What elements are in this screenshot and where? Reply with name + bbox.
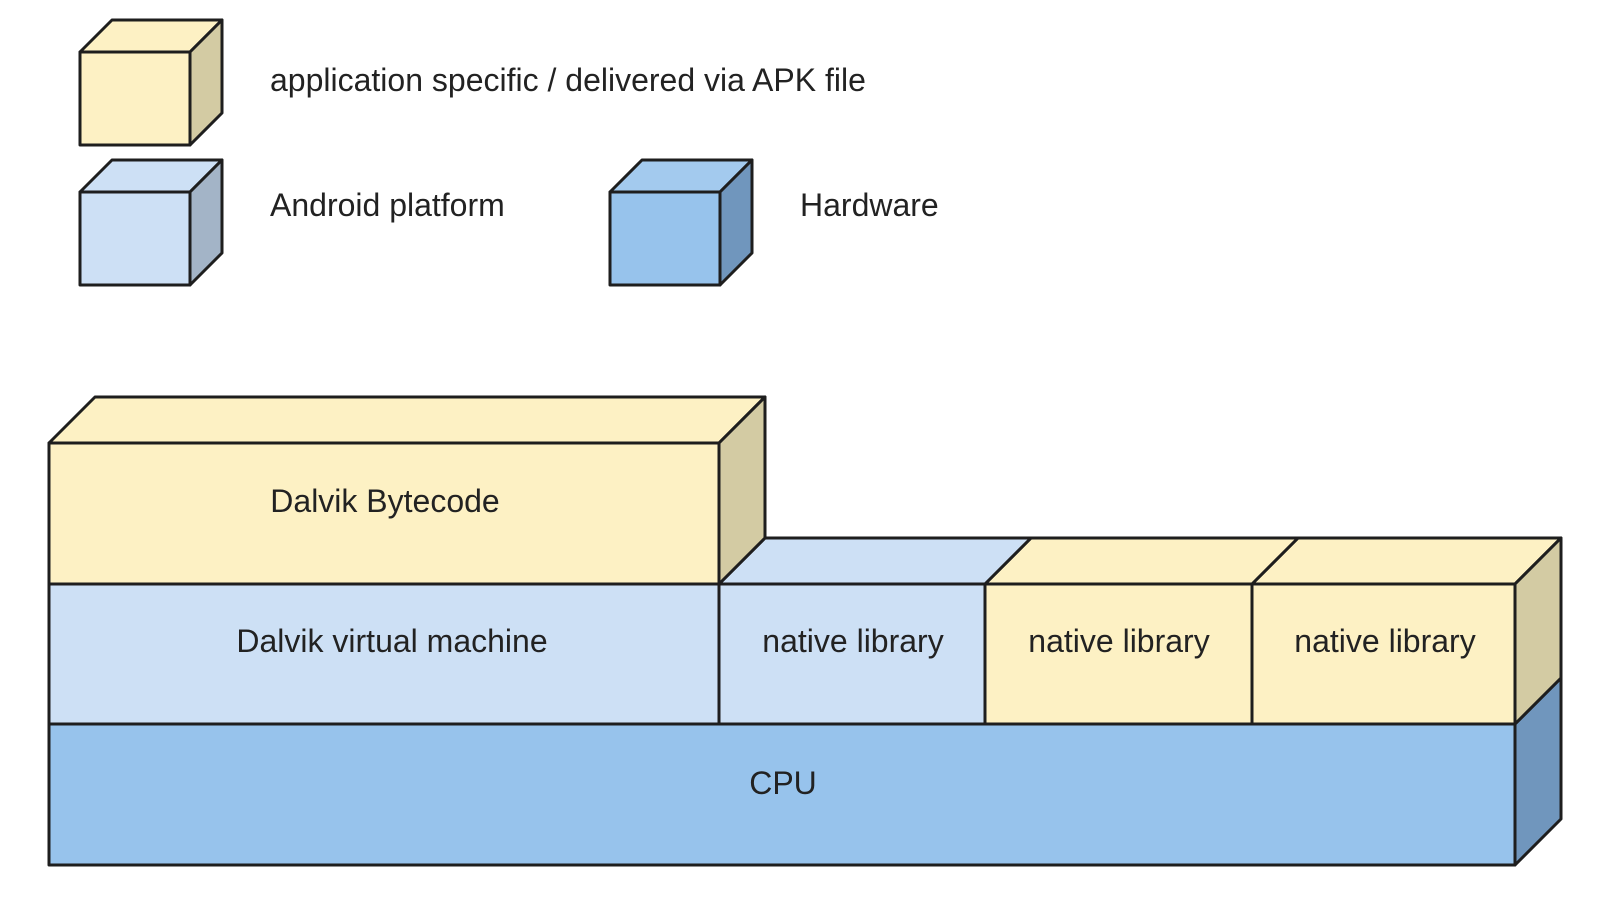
legend-label-hardware: Hardware [800, 187, 939, 223]
legend-label-application: application specific / delivered via APK… [270, 62, 866, 98]
dalvik-bytecode-label: Dalvik Bytecode [270, 483, 499, 519]
native-library-3-block-top-face [1250, 536, 1563, 586]
native-library-1-label: native library [762, 623, 943, 659]
dalvik-bytecode-block-front-face [47, 441, 721, 586]
native-library-3-label: native library [1294, 623, 1475, 659]
legend-cube-application-front-face [78, 50, 192, 147]
native-library-2-label: native library [1028, 623, 1209, 659]
dalvik-vm-label: Dalvik virtual machine [236, 623, 547, 659]
dalvik-bytecode-block-top-face [47, 395, 767, 445]
legend-label-platform: Android platform [270, 187, 505, 223]
diagram-shapes [47, 18, 1563, 867]
cpu-label: CPU [749, 765, 817, 801]
legend-cube-platform-front-face [78, 190, 192, 287]
legend-cube-hardware-front-face [608, 190, 722, 287]
native-library-2-block-top-face [983, 536, 1300, 586]
native-library-1-block-top-face [717, 536, 1033, 586]
